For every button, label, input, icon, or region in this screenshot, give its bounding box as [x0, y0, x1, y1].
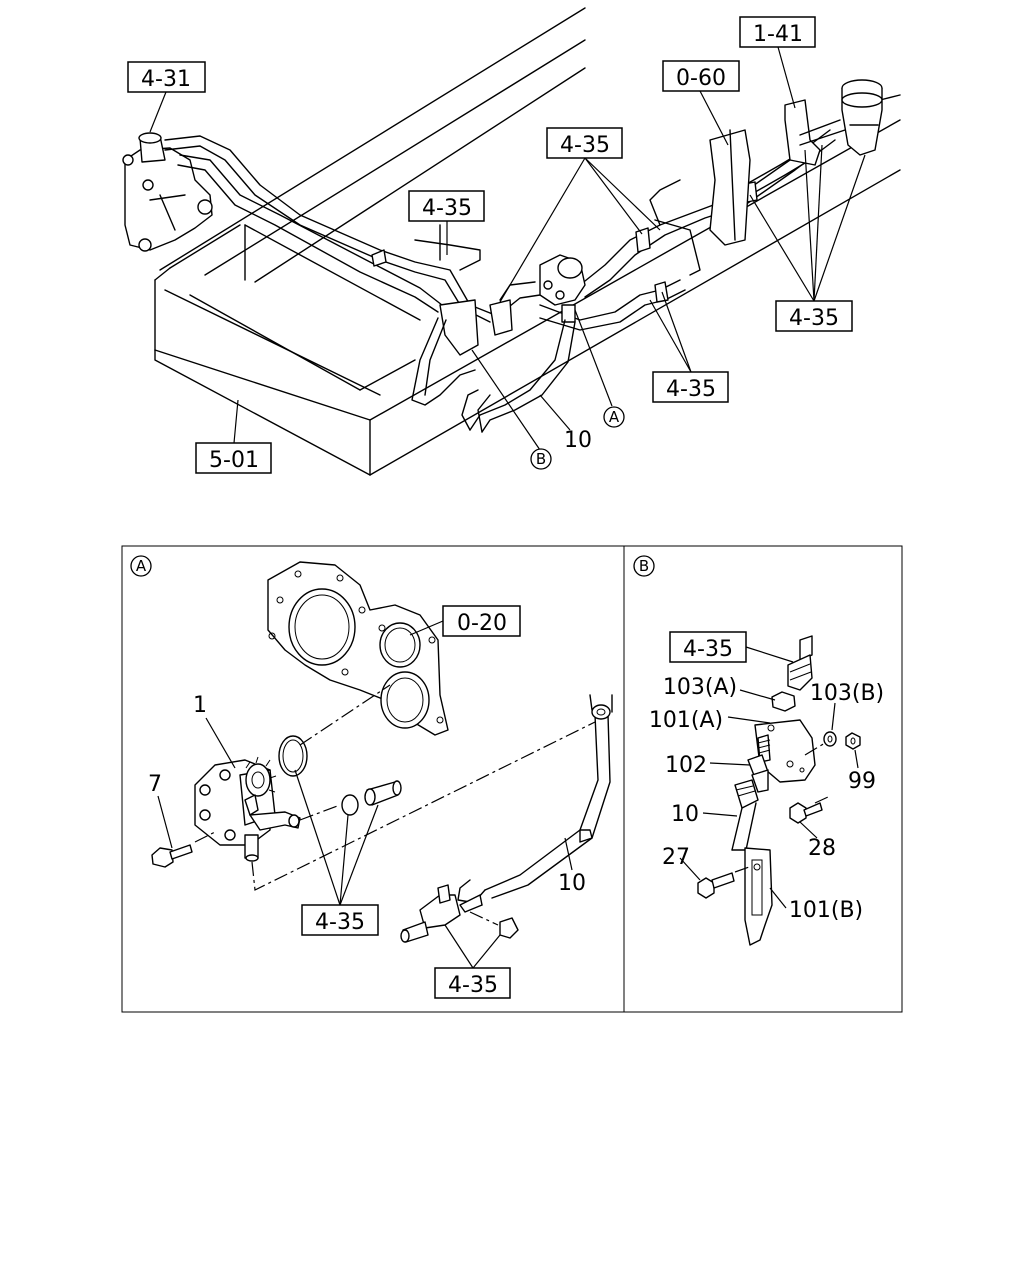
- ref-box-4-35-detail-a-1: [301, 904, 379, 936]
- detail-a-leaders: [157, 620, 573, 969]
- pump-assembly: [194, 756, 301, 862]
- ref-label-4-35-c: 4-35: [789, 306, 839, 331]
- hose-10-detail: [457, 694, 613, 906]
- ref-box-4-35-c: [775, 300, 853, 332]
- elbow-fitting: [787, 635, 813, 691]
- ref-label-4-35-detail-b: 4-35: [683, 637, 733, 662]
- power-steering-pump: [539, 254, 586, 323]
- part-number-28: 28: [808, 836, 836, 861]
- bolt-7: [151, 831, 216, 868]
- part-number-99: 99: [848, 769, 876, 794]
- callout-a-top: A: [603, 406, 625, 428]
- bolt-28: [789, 796, 829, 824]
- part-number-101a: 101(A): [649, 708, 723, 733]
- ref-box-1-41: [739, 16, 816, 48]
- ref-box-4-31: [127, 61, 206, 93]
- part-number-27: 27: [662, 845, 690, 870]
- ref-box-4-35-detail-a-2: [434, 967, 511, 999]
- ref-label-0-20: 0-20: [457, 611, 507, 636]
- callout-a-letter: A: [609, 408, 620, 426]
- bracket-101a: [754, 719, 816, 783]
- ref-box-4-35-detail-b: [669, 631, 747, 663]
- bolt-27: [697, 865, 753, 899]
- seal-and-sleeve: [341, 780, 402, 816]
- ref-label-4-35-detail-a-2: 4-35: [448, 973, 498, 998]
- svg-text:A: A: [136, 557, 147, 575]
- part-number-7: 7: [148, 772, 162, 797]
- detail-a-panel-mark: A: [130, 555, 152, 577]
- top-ref-labels: 4-31 1-41 0-60 4-35 4-35 4-35 4-35 5-01: [127, 16, 853, 474]
- part-number-10-top: 10: [564, 428, 592, 453]
- ref-box-5-01: [195, 442, 272, 474]
- engine-bracket: [654, 129, 751, 276]
- part-number-10-detail-b: 10: [671, 802, 699, 827]
- gasket-plate: [267, 561, 449, 736]
- pipe-brackets: [371, 181, 758, 356]
- part-number-102: 102: [665, 753, 707, 778]
- ref-box-4-35-b: [408, 190, 485, 222]
- bracket-101b: [744, 847, 773, 946]
- part-number-103a: 103(A): [663, 675, 737, 700]
- oil-reservoir: [784, 79, 883, 166]
- ref-label-0-60: 0-60: [676, 66, 726, 91]
- steering-gear-box: [122, 132, 213, 252]
- nut-103a: [771, 691, 796, 712]
- part-number-103b: 103(B): [810, 681, 884, 706]
- ref-label-4-35-d: 4-35: [666, 377, 716, 402]
- o-ring: [278, 735, 308, 777]
- ref-label-4-35-b: 4-35: [422, 196, 472, 221]
- svg-text:B: B: [639, 557, 649, 575]
- ref-label-5-01: 5-01: [209, 448, 259, 473]
- detail-a-alignment-lines: [251, 684, 596, 891]
- ref-label-4-35-detail-a-1: 4-35: [315, 910, 365, 935]
- detail-b-panel-mark: B: [633, 555, 655, 577]
- part-number-1: 1: [193, 693, 207, 718]
- ref-box-0-20: [442, 605, 521, 637]
- part-number-101b: 101(B): [789, 898, 863, 923]
- washer-103b-and-nut-99: [804, 731, 861, 756]
- detail-b-leaders: [679, 646, 859, 909]
- ref-label-1-41: 1-41: [753, 22, 803, 47]
- top-leader-lines: [149, 46, 866, 451]
- part-number-10-detail-a: 10: [558, 871, 586, 896]
- ref-label-4-35-a: 4-35: [560, 133, 610, 158]
- ref-box-4-35-a: [546, 127, 623, 159]
- callout-b-letter: B: [536, 450, 546, 468]
- ref-label-4-31: 4-31: [141, 67, 191, 92]
- fitting-102: [747, 734, 771, 793]
- ref-box-4-35-d: [652, 371, 729, 403]
- callout-b-top: B: [530, 448, 552, 470]
- hose-10-top: [411, 317, 576, 433]
- ref-box-0-60: [662, 60, 740, 92]
- detail-a-ref-labels: 0-20 4-35 4-35: [301, 605, 521, 999]
- hose-end-10: [731, 779, 759, 851]
- detail-panels-frame: [121, 545, 903, 1013]
- pipe-fitting: [400, 884, 519, 943]
- frame-rails: [154, 7, 901, 476]
